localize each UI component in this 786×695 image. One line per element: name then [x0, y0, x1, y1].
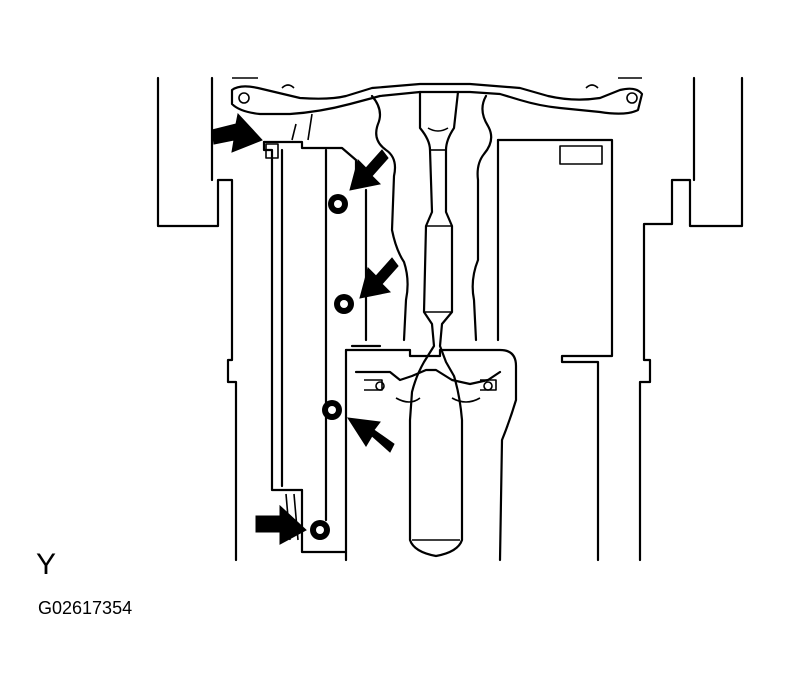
- callout-arrow-4: [347, 417, 395, 453]
- right-frame-rail: [638, 76, 744, 562]
- floor-panel: [496, 138, 614, 562]
- view-label: Y: [36, 548, 57, 581]
- center-bearing-support: [344, 348, 518, 562]
- front-crossmember: [230, 77, 644, 116]
- callout-arrow-1: [211, 112, 263, 153]
- fastener-2: [334, 294, 354, 314]
- fastener-3: [322, 400, 342, 420]
- callout-arrow-3: [359, 257, 399, 299]
- center-shaft-assembly: [408, 90, 464, 558]
- callout-arrow-5: [255, 504, 307, 545]
- fastener-4: [310, 520, 330, 540]
- tunnel-contour: [370, 94, 493, 342]
- fastener-1: [328, 194, 348, 214]
- figure-id: G02617354: [38, 598, 133, 618]
- left-frame-rail: [156, 76, 238, 562]
- callout-arrow-2: [349, 149, 389, 191]
